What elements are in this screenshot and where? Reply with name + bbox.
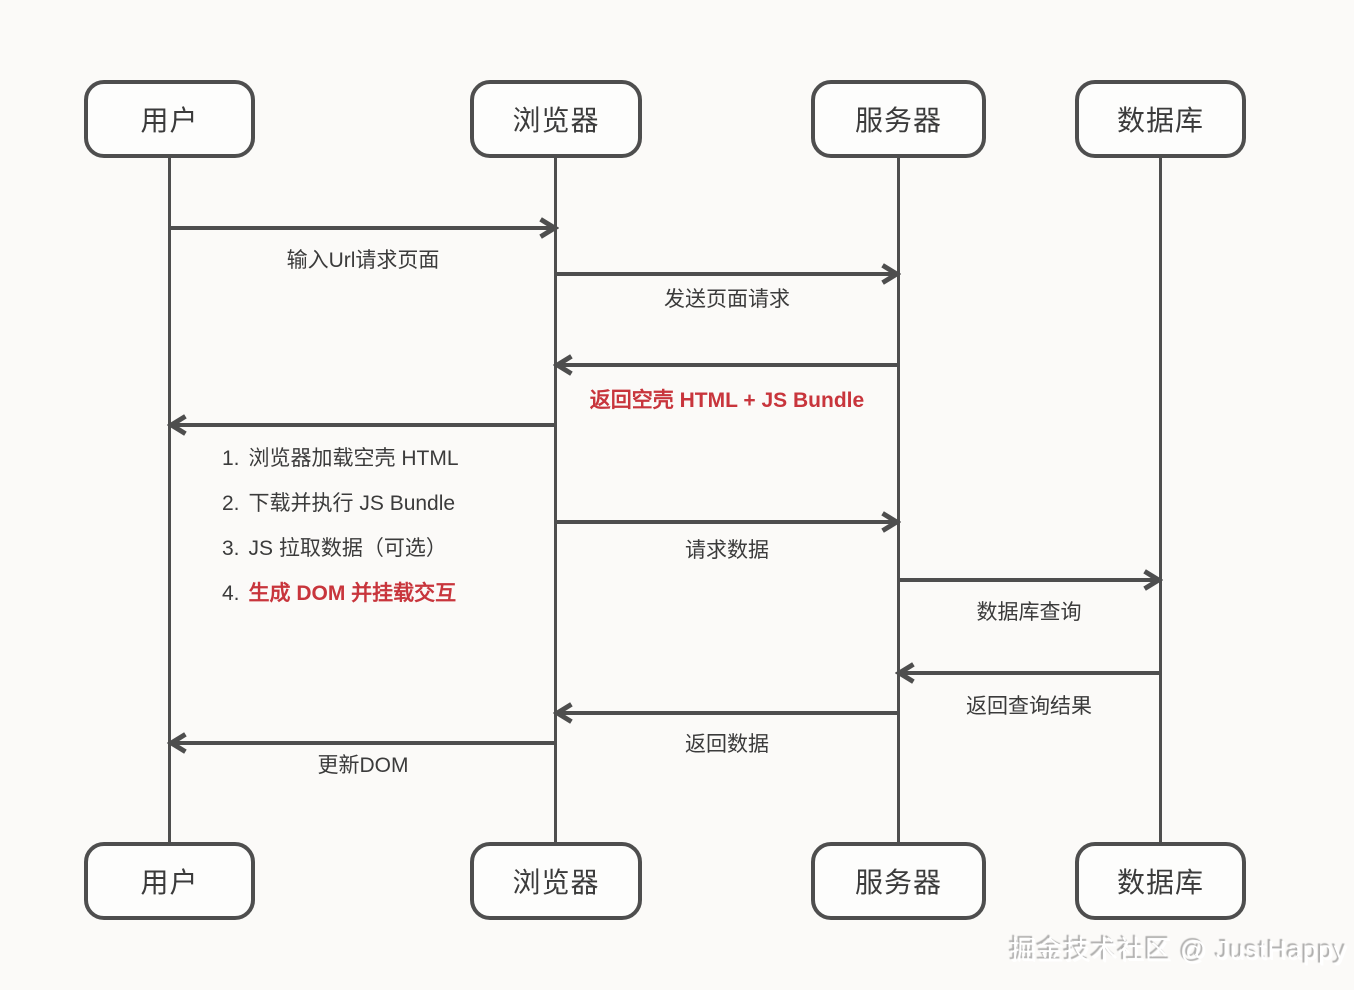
message-arrow-db-query	[898, 569, 1163, 591]
watermark: 掘金技术社区 @ JustHappy	[1010, 935, 1348, 965]
arrowhead-right-icon	[881, 511, 901, 533]
message-arrow-send-page-request	[556, 263, 901, 285]
message-label-update-dom: 更新DOM	[317, 754, 409, 777]
arrowhead-right-icon	[881, 263, 901, 285]
message-arrow-input-url	[170, 217, 559, 239]
actor-box-user-top: 用户	[84, 80, 255, 158]
actor-label-server: 服务器	[854, 105, 942, 136]
lifeline-user	[168, 158, 171, 842]
actor-box-server-bottom: 服务器	[811, 842, 986, 920]
note-item-4: 4. 生成 DOM 并挂载交互	[222, 581, 456, 607]
message-arrow-return-data	[553, 702, 898, 724]
message-label-db-query: 数据库查询	[976, 601, 1082, 624]
note-prefix: 4.	[222, 582, 240, 605]
message-arrow-render-steps	[167, 414, 556, 436]
actor-label-browser: 浏览器	[512, 105, 600, 136]
arrowhead-left-icon	[167, 414, 187, 436]
arrowhead-left-icon	[553, 354, 573, 376]
note-item-3: 3. JS 拉取数据（可选）	[222, 536, 447, 562]
message-label-input-url: 输入Url请求页面	[286, 249, 440, 272]
message-label-return-data: 返回数据	[685, 733, 769, 756]
message-arrow-request-data	[556, 511, 901, 533]
note-text: 浏览器加载空壳 HTML	[248, 447, 459, 470]
actor-label-database: 数据库	[1116, 867, 1204, 898]
note-prefix: 3.	[222, 537, 240, 560]
note-text: 生成 DOM 并挂载交互	[248, 582, 457, 605]
note-prefix: 2.	[222, 492, 240, 515]
actor-box-browser-top: 浏览器	[470, 80, 642, 158]
actor-label-browser: 浏览器	[512, 867, 600, 898]
actor-box-database-bottom: 数据库	[1075, 842, 1246, 920]
note-text: JS 拉取数据（可选）	[248, 537, 447, 560]
message-label-send-page-request: 发送页面请求	[664, 288, 790, 311]
arrowhead-right-icon	[539, 217, 559, 239]
note-item-2: 2. 下载并执行 JS Bundle	[222, 491, 455, 517]
arrowhead-left-icon	[895, 662, 915, 684]
actor-label-user: 用户	[140, 105, 199, 136]
message-label-request-data: 请求数据	[685, 539, 769, 562]
actor-label-database: 数据库	[1116, 105, 1204, 136]
actor-label-user: 用户	[140, 867, 199, 898]
lifeline-database	[1159, 158, 1162, 842]
arrowhead-left-icon	[167, 732, 187, 754]
actor-box-browser-bottom: 浏览器	[470, 842, 642, 920]
note-item-1: 1. 浏览器加载空壳 HTML	[222, 446, 459, 472]
actor-label-server: 服务器	[854, 867, 942, 898]
actor-box-user-bottom: 用户	[84, 842, 255, 920]
message-arrow-return-query-result	[895, 662, 1160, 684]
actor-box-database-top: 数据库	[1075, 80, 1246, 158]
message-arrow-return-shell-html	[553, 354, 898, 376]
arrowhead-left-icon	[553, 702, 573, 724]
note-text: 下载并执行 JS Bundle	[248, 492, 456, 515]
note-prefix: 1.	[222, 447, 240, 470]
actor-box-server-top: 服务器	[811, 80, 986, 158]
lifeline-server	[897, 158, 900, 842]
message-arrow-update-dom	[167, 732, 556, 754]
message-label-return-shell-html: 返回空壳 HTML + JS Bundle	[589, 389, 865, 412]
lifeline-browser	[554, 158, 557, 842]
arrowhead-right-icon	[1143, 569, 1163, 591]
message-label-return-query-result: 返回查询结果	[966, 695, 1092, 718]
